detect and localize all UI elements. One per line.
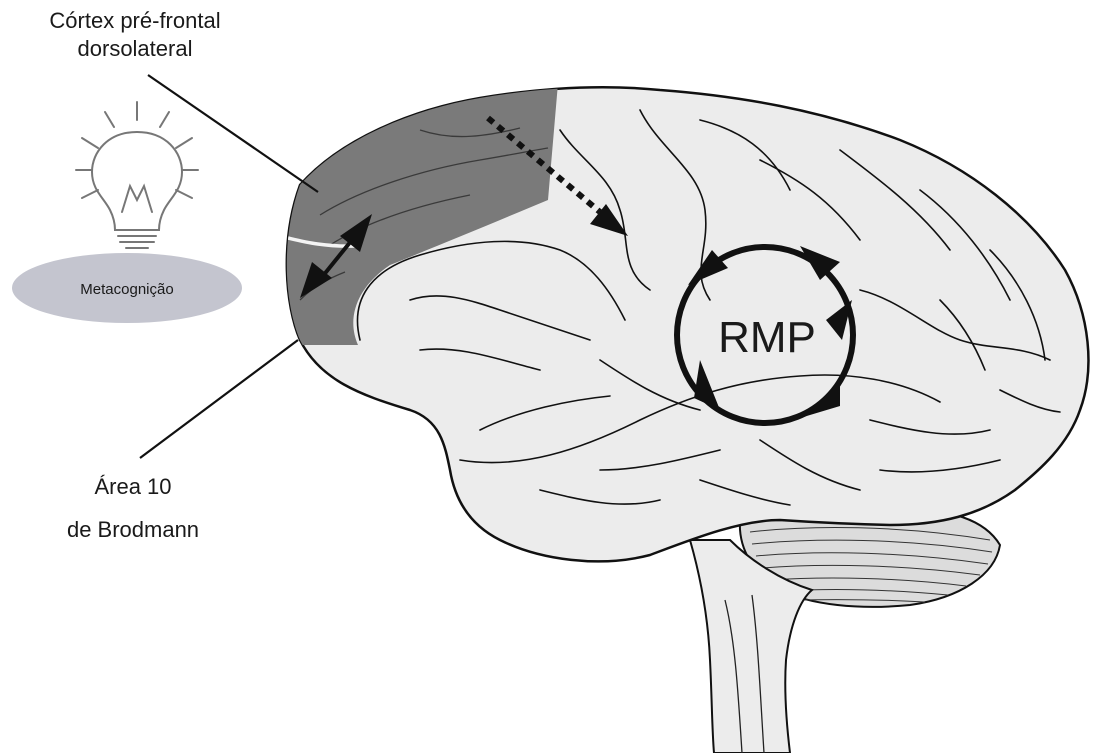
dlpfc-leader-line bbox=[148, 75, 318, 192]
dlpfc-label-line1: Córtex pré-frontal bbox=[49, 8, 220, 33]
area10-leader-line bbox=[140, 340, 298, 458]
area10-label-line2: de Brodmann bbox=[67, 517, 199, 542]
area10-label-line1: Área 10 bbox=[94, 474, 171, 499]
rmp-label: RMP bbox=[718, 313, 816, 362]
dlpfc-label-line2: dorsolateral bbox=[78, 36, 193, 61]
lightbulb-icon bbox=[76, 102, 198, 248]
metacognition-label: Metacognição bbox=[80, 281, 173, 298]
metacognition-badge: Metacognição bbox=[12, 253, 242, 323]
